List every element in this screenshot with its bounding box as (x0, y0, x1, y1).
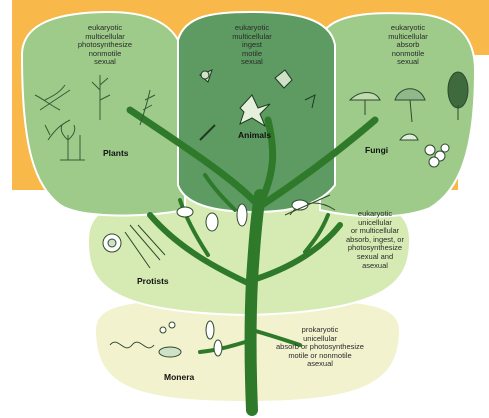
animals-name: Animals (238, 130, 271, 140)
animals-traits: eukaryotic multicellular ingest motile s… (212, 24, 292, 67)
plants-traits: eukaryotic multicellular photosynthesize… (65, 24, 145, 67)
monera-name: Monera (164, 372, 194, 382)
fungi-name: Fungi (365, 145, 388, 155)
plants-name: Plants (103, 148, 129, 158)
protists-name: Protists (137, 276, 169, 286)
protists-traits: eukaryotic unicellular or multicellular … (330, 210, 420, 270)
monera-traits: prokaryotic unicellular absorb or photos… (255, 326, 385, 369)
fungi-traits: eukaryotic multicellular absorb nonmotil… (368, 24, 448, 67)
